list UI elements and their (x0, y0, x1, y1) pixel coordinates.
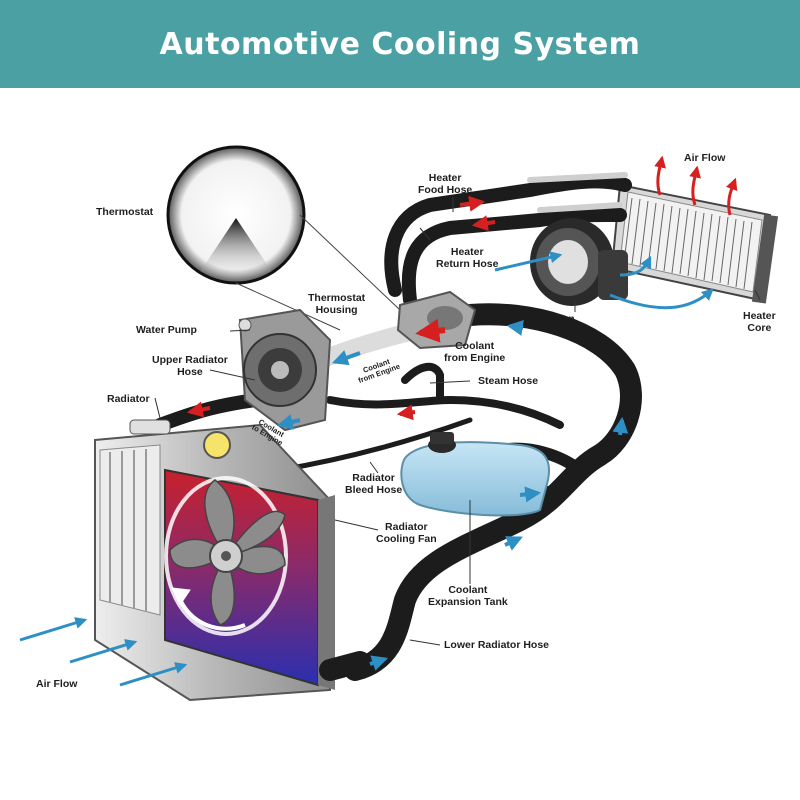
flow-arrow-icon (19, 155, 738, 687)
label-air-flow-bottom: Air Flow (36, 678, 78, 690)
label-water-pump: Water Pump (136, 324, 197, 336)
expansion-tank-icon (400, 432, 550, 517)
thermostat-icon (166, 145, 401, 331)
return-hose (344, 303, 642, 681)
label-thermostat-housing: Thermostat Housing (308, 292, 366, 316)
label-fan: Fan (556, 313, 575, 325)
label-thermostat: Thermostat (96, 206, 154, 218)
water-pump-icon (238, 308, 332, 432)
leader-lines (154, 197, 761, 646)
label-upper-radiator-hose: Upper Radiator Hose (152, 354, 228, 378)
label-radiator-cooling-fan: Radiator Cooling Fan (376, 521, 437, 545)
lower-radiator-hose (319, 651, 371, 681)
label-heater-core: Heater Core (743, 310, 776, 334)
label-lower-radiator-hose: Lower Radiator Hose (444, 639, 550, 651)
label-radiator: Radiator (107, 393, 150, 405)
label-steam-hose: Steam Hose (478, 375, 539, 387)
label-heater-food-hose: Heater Food Hose (418, 172, 473, 196)
heater-hoses (384, 172, 632, 307)
label-heater-return-hose: Heater Return Hose (436, 246, 499, 270)
radiator-fan-icon (164, 476, 288, 636)
title-banner: Automotive Cooling System (0, 0, 800, 88)
label-air-flow-top: Air Flow (684, 152, 726, 164)
label-radiator-bleed-hose: Radiator Bleed Hose (345, 472, 403, 496)
page-title: Automotive Cooling System (159, 26, 641, 62)
label-coolant-expansion-tank: Coolant Expansion Tank (428, 584, 508, 608)
label-coolant-from-engine: Coolant from Engine (444, 340, 506, 364)
blower-fan-icon (530, 218, 628, 306)
